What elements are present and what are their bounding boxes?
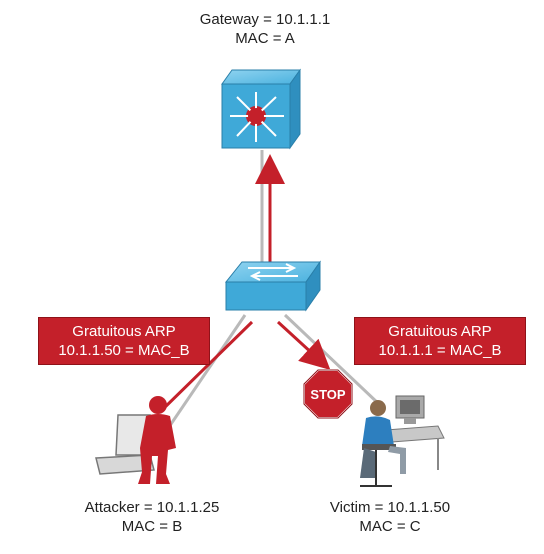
gateway-router-icon <box>221 68 301 150</box>
victim-workstation-icon <box>385 395 445 470</box>
arp-box-to-gateway-title: Gratuitous ARP <box>72 323 176 340</box>
arp-box-to-victim: Gratuitous ARP 10.1.1.1 = MAC_B <box>354 317 526 365</box>
arrow-to-victim <box>276 320 331 371</box>
arp-box-to-victim-title: Gratuitous ARP <box>388 323 492 340</box>
attack-line-from-attacker <box>158 320 254 414</box>
arp-box-to-gateway-entry: 10.1.1.50 = MAC_B <box>58 342 190 359</box>
victim-ip-label: Victim = 10.1.1.50 <box>329 499 451 516</box>
attacker-mac-label: MAC = B <box>121 518 183 535</box>
cable-switch-to-victim <box>283 313 382 407</box>
attack-arrows <box>158 154 331 414</box>
arp-box-to-gateway: Gratuitous ARP 10.1.1.50 = MAC_B <box>38 317 210 365</box>
attacker-person-icon <box>138 396 176 484</box>
gateway-ip-label: Gateway = 10.1.1.1 <box>199 11 331 28</box>
victim-person-icon <box>360 400 406 487</box>
victim-mac-label: MAC = C <box>359 518 421 535</box>
gateway-mac-label: MAC = A <box>235 30 295 47</box>
stop-sign-text: STOP <box>310 387 345 402</box>
attacker-ip-label: Attacker = 10.1.1.25 <box>84 499 220 516</box>
stop-sign-icon: STOP <box>303 369 353 419</box>
switch-icon <box>224 260 321 312</box>
arp-box-to-victim-entry: 10.1.1.1 = MAC_B <box>378 342 502 359</box>
